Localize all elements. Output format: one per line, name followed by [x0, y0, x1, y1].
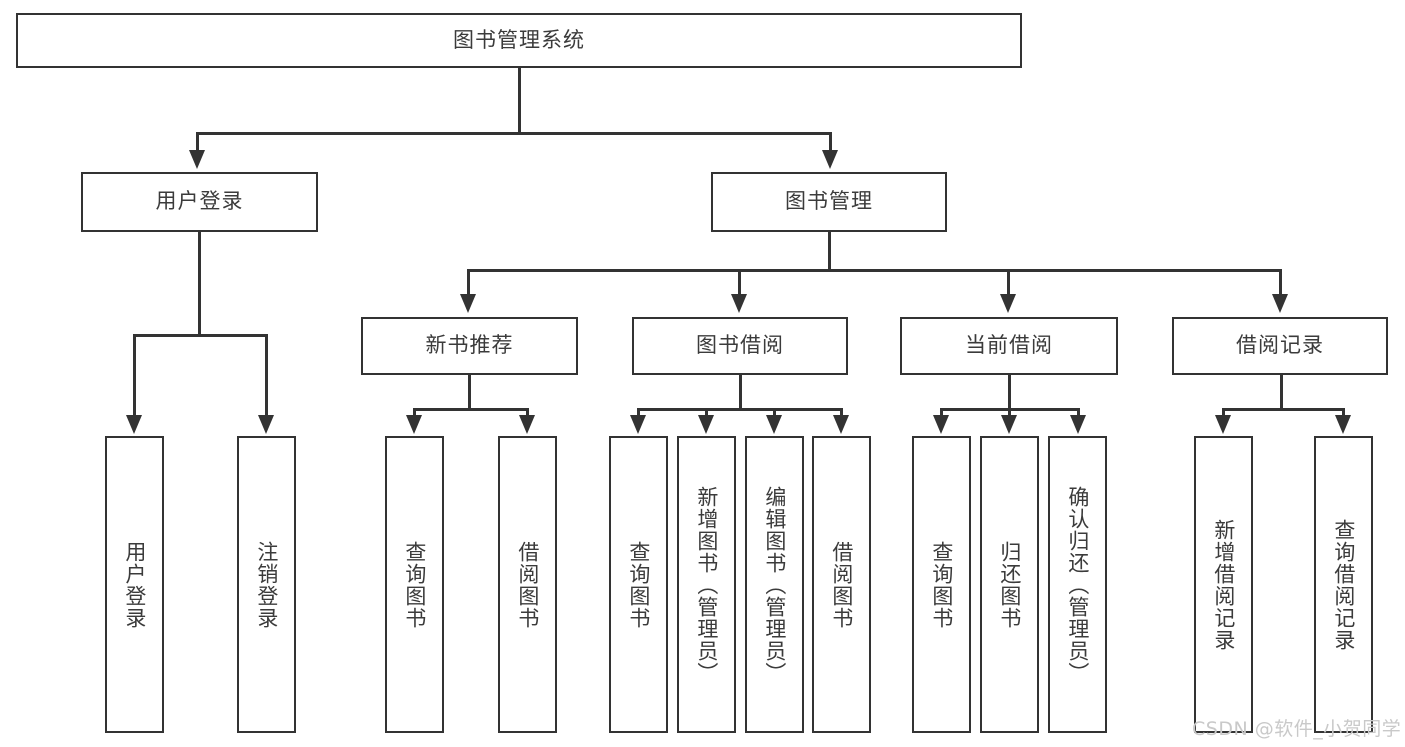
connector-cb-drop-1: [940, 408, 943, 418]
arrowhead-book-manage: [822, 150, 838, 169]
node-user-login[interactable]: 用户登录: [81, 172, 318, 232]
connector-nbr-drop-1: [413, 408, 416, 418]
arrowhead-current-borrow: [1000, 294, 1016, 313]
leaf-label: 新增借阅记录: [1211, 518, 1236, 651]
connector-user-login-bus: [133, 334, 268, 337]
arrowhead-bb-leaf-2: [698, 415, 714, 434]
connector-bm-drop-1: [467, 269, 470, 296]
arrowhead-book-borrow: [731, 294, 747, 313]
arrowhead-user-login: [189, 150, 205, 169]
leaf-borrow-book-nbr[interactable]: 借阅图书: [498, 436, 557, 733]
connector-nbr-stem: [468, 375, 471, 410]
connector-br-bus: [1222, 408, 1344, 411]
leaf-edit-book-admin[interactable]: 编辑图书（管理员）: [745, 436, 804, 733]
connector-root-to-user-login: [196, 132, 199, 152]
connector-nbr-bus: [413, 408, 529, 411]
connector-br-drop-2: [1342, 408, 1345, 418]
connector-bb-drop-1: [637, 408, 640, 418]
connector-book-manage-bus: [467, 269, 1282, 272]
leaf-borrow-book-bb[interactable]: 借阅图书: [812, 436, 871, 733]
node-label: 用户登录: [155, 189, 244, 214]
leaf-user-login[interactable]: 用户登录: [105, 436, 164, 733]
arrowhead-borrow-record: [1272, 294, 1288, 313]
node-book-borrow[interactable]: 图书借阅: [632, 317, 848, 375]
leaf-query-book-nbr[interactable]: 查询图书: [385, 436, 444, 733]
node-label: 图书管理: [785, 189, 873, 214]
leaf-query-book-cb[interactable]: 查询图书: [912, 436, 971, 733]
node-borrow-record[interactable]: 借阅记录: [1172, 317, 1388, 375]
leaf-label: 新增图书（管理员）: [694, 485, 719, 684]
node-new-book-recommend[interactable]: 新书推荐: [361, 317, 578, 375]
leaf-label: 借阅图书: [515, 540, 540, 629]
leaf-return-book[interactable]: 归还图书: [980, 436, 1039, 733]
connector-bm-drop-4: [1279, 269, 1282, 296]
connector-bb-drop-4: [840, 408, 843, 418]
leaf-query-book-bb[interactable]: 查询图书: [609, 436, 668, 733]
connector-cb-drop-3: [1077, 408, 1080, 418]
leaf-label: 查询图书: [402, 540, 427, 629]
node-label: 新书推荐: [425, 333, 514, 358]
connector-bb-bus: [637, 408, 843, 411]
leaf-label: 编辑图书（管理员）: [762, 485, 787, 684]
arrowhead-bb-leaf-1: [630, 415, 646, 434]
connector-bb-drop-3: [773, 408, 776, 418]
leaf-label: 确认归还（管理员）: [1065, 485, 1090, 684]
leaf-add-borrow-record[interactable]: 新增借阅记录: [1194, 436, 1253, 733]
connector-br-drop-1: [1222, 408, 1225, 418]
arrowhead-br-leaf-1: [1215, 415, 1231, 434]
node-book-management[interactable]: 图书管理: [711, 172, 947, 232]
node-label: 借阅记录: [1236, 333, 1324, 358]
connector-user-login-drop-2: [265, 334, 268, 417]
connector-user-login-stem: [198, 232, 201, 336]
arrowhead-br-leaf-2: [1335, 415, 1351, 434]
leaf-label: 注销登录: [254, 540, 279, 629]
leaf-label: 查询图书: [929, 540, 954, 629]
connector-user-login-drop-1: [133, 334, 136, 417]
connector-bb-stem: [739, 375, 742, 410]
leaf-logout[interactable]: 注销登录: [237, 436, 296, 733]
arrowhead-cb-leaf-1: [933, 415, 949, 434]
node-label: 图书管理系统: [453, 27, 585, 52]
arrowhead-bb-leaf-4: [833, 415, 849, 434]
watermark-text: CSDN @软件_小贺同学: [1192, 718, 1402, 740]
leaf-label: 查询图书: [626, 540, 651, 629]
node-label: 当前借阅: [965, 333, 1053, 358]
node-root-library-system[interactable]: 图书管理系统: [16, 13, 1022, 68]
leaf-label: 用户登录: [122, 540, 147, 629]
connector-bm-drop-2: [738, 269, 741, 296]
leaf-query-borrow-record[interactable]: 查询借阅记录: [1314, 436, 1373, 733]
connector-bm-drop-3: [1007, 269, 1010, 296]
arrowhead-new-book-recommend: [460, 294, 476, 313]
node-current-borrow[interactable]: 当前借阅: [900, 317, 1118, 375]
leaf-confirm-return-admin[interactable]: 确认归还（管理员）: [1048, 436, 1107, 733]
connector-nbr-drop-2: [526, 408, 529, 418]
arrowhead-leaf-logout: [258, 415, 274, 434]
connector-cb-stem: [1008, 375, 1011, 410]
arrowhead-nbr-leaf-2: [519, 415, 535, 434]
leaf-label: 查询借阅记录: [1331, 518, 1356, 651]
connector-root-stem: [518, 68, 521, 134]
connector-br-stem: [1280, 375, 1283, 410]
connector-root-bus: [196, 132, 832, 135]
connector-root-to-book-manage: [829, 132, 832, 152]
leaf-label: 归还图书: [997, 540, 1022, 629]
arrowhead-cb-leaf-3: [1070, 415, 1086, 434]
node-label: 图书借阅: [696, 333, 784, 358]
leaf-add-book-admin[interactable]: 新增图书（管理员）: [677, 436, 736, 733]
connector-cb-drop-2: [1008, 408, 1011, 418]
connector-book-manage-stem: [828, 232, 831, 272]
arrowhead-bb-leaf-3: [766, 415, 782, 434]
leaf-label: 借阅图书: [829, 540, 854, 629]
arrowhead-cb-leaf-2: [1001, 415, 1017, 434]
arrowhead-leaf-user-login: [126, 415, 142, 434]
arrowhead-nbr-leaf-1: [406, 415, 422, 434]
connector-bb-drop-2: [705, 408, 708, 418]
